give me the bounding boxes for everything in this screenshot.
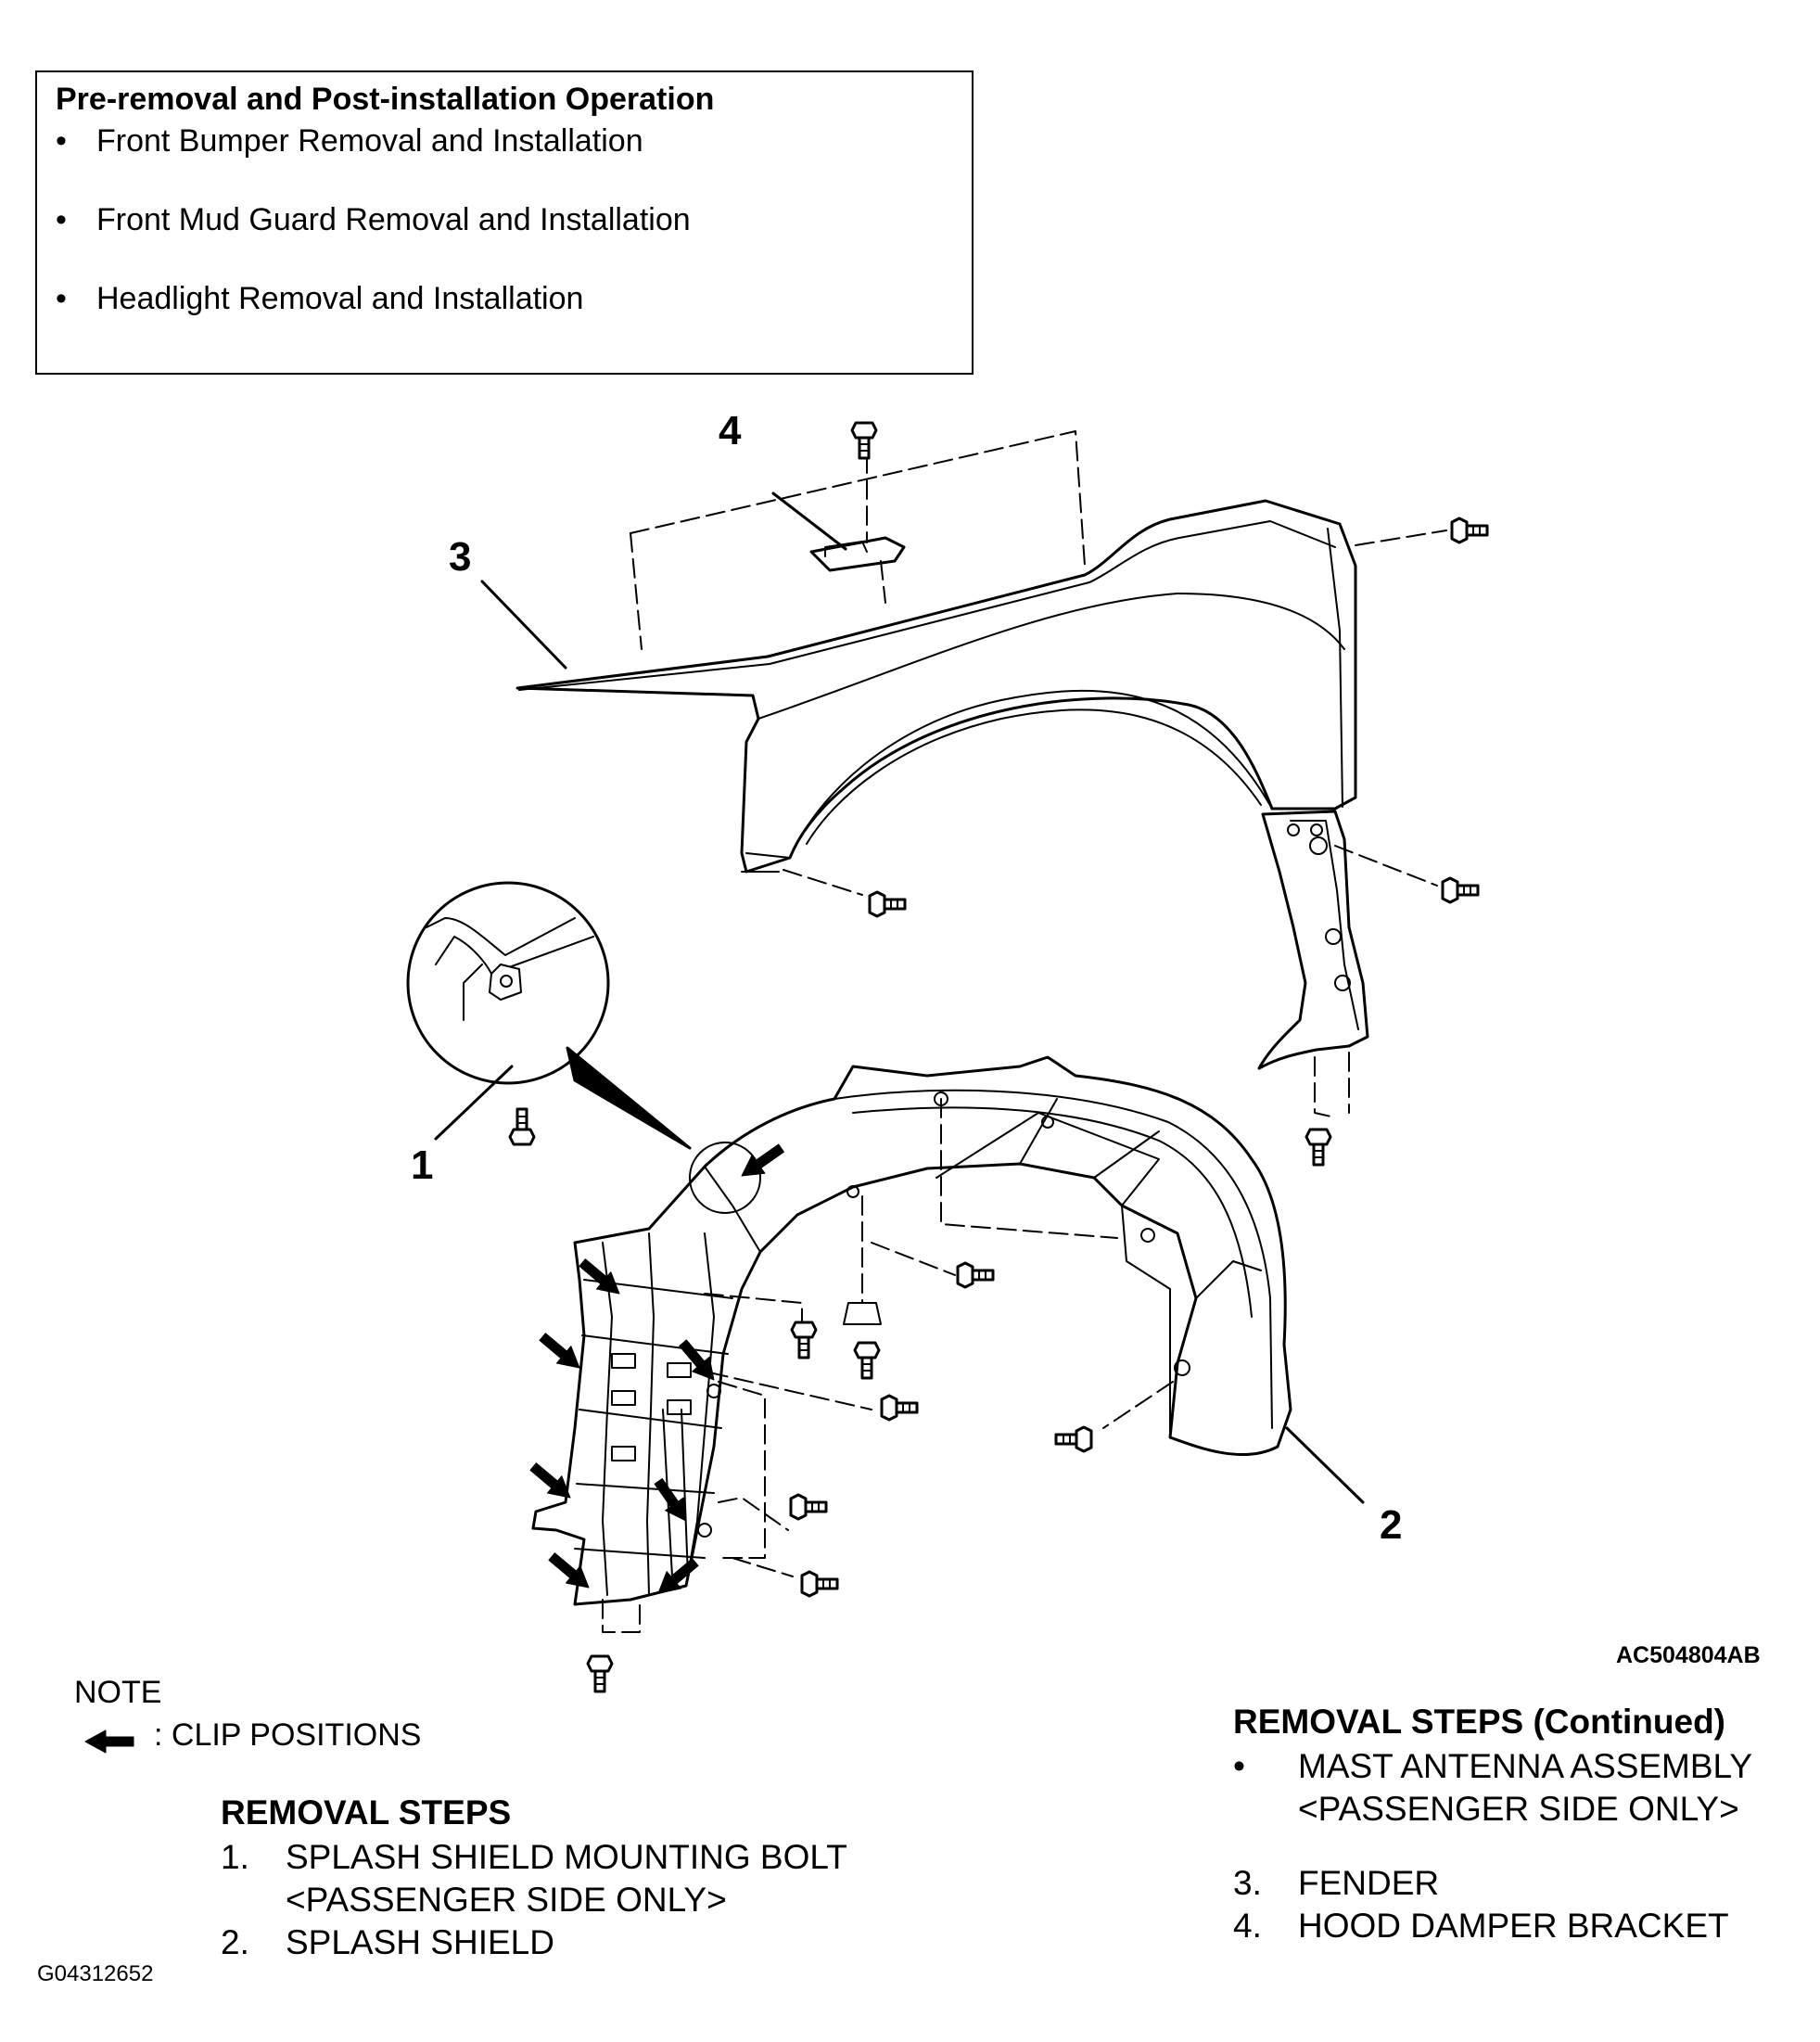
fender-alignment-lines bbox=[630, 430, 1447, 1118]
removal-step: 3. FENDER bbox=[1233, 1864, 1440, 1902]
pre-removal-box: Pre-removal and Post-installation Operat… bbox=[35, 70, 974, 375]
callout-4: 4 bbox=[719, 408, 742, 453]
removal-steps-continued: REMOVAL STEPS (Continued) • MAST ANTENNA… bbox=[1233, 1703, 1753, 1947]
pre-removal-item: •Front Bumper Removal and Installation bbox=[56, 123, 643, 159]
removal-step: 2. SPLASH SHIELD bbox=[221, 1923, 554, 1961]
splash-shield bbox=[531, 1055, 1292, 1606]
clip-legend-label: : CLIP POSITIONS bbox=[154, 1717, 422, 1753]
callout-1: 1 bbox=[411, 1142, 434, 1188]
removal-step-continuation: <PASSENGER SIDE ONLY> bbox=[286, 1881, 727, 1919]
removal-step: 1. SPLASH SHIELD MOUNTING BOLT bbox=[221, 1838, 847, 1876]
hood-damper-bracket bbox=[809, 536, 906, 572]
clip-legend: : CLIP POSITIONS bbox=[82, 1717, 421, 1754]
removal-step: 4. HOOD DAMPER BRACKET bbox=[1233, 1907, 1729, 1945]
removal-steps-title: REMOVAL STEPS bbox=[221, 1793, 512, 1831]
removal-steps: REMOVAL STEPS 1. SPLASH SHIELD MOUNTING … bbox=[221, 1793, 847, 1964]
removal-step-continuation: <PASSENGER SIDE ONLY> bbox=[1298, 1790, 1739, 1828]
callout-leaders bbox=[434, 491, 1365, 1504]
fender bbox=[515, 499, 1369, 1070]
callout-3: 3 bbox=[449, 534, 472, 580]
pre-removal-item: •Front Mud Guard Removal and Installatio… bbox=[56, 202, 691, 237]
callout-2: 2 bbox=[1380, 1502, 1403, 1548]
detail-magnifier bbox=[406, 881, 761, 1214]
figure-code-right: AC504804AB bbox=[1616, 1642, 1761, 1668]
removal-step: • MAST ANTENNA ASSEMBLY bbox=[1233, 1747, 1753, 1785]
clip-nut bbox=[843, 1302, 882, 1325]
figure-code-left: G04312652 bbox=[37, 1961, 154, 1986]
note-title: NOTE bbox=[74, 1675, 162, 1710]
removal-steps-continued-title: REMOVAL STEPS (Continued) bbox=[1233, 1703, 1726, 1741]
pre-removal-title: Pre-removal and Post-installation Operat… bbox=[56, 82, 715, 117]
pre-removal-item: •Headlight Removal and Installation bbox=[56, 281, 584, 316]
